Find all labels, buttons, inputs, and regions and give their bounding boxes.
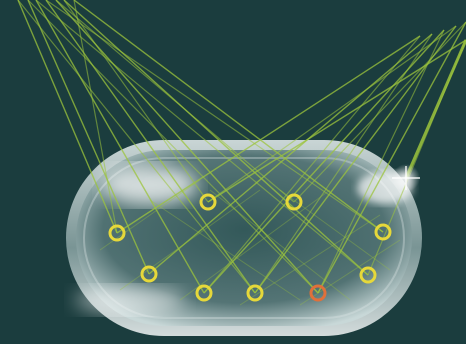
capsule-highlight-bottom bbox=[75, 286, 185, 314]
light-beam bbox=[406, 40, 466, 178]
sparkle-icon bbox=[392, 164, 420, 192]
